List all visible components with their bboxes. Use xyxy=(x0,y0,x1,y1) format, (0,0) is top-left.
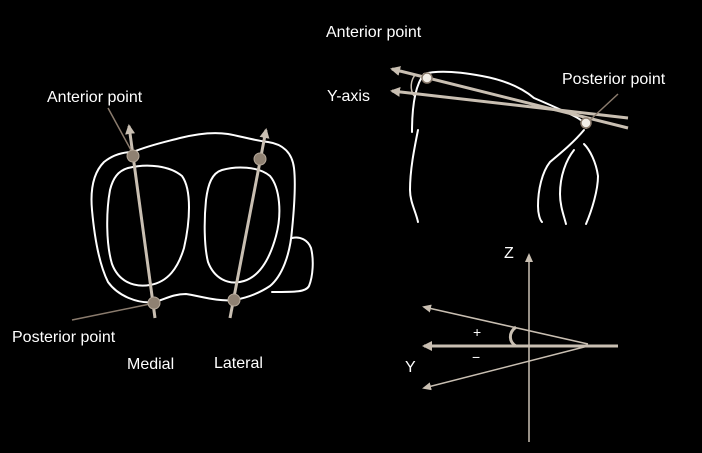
fibula-sagittal-outline xyxy=(537,129,585,223)
lateral-posterior-point xyxy=(227,293,241,307)
lateral-condyle-outline xyxy=(203,166,281,284)
axial-posterior-label: Posterior point xyxy=(12,329,116,346)
angle-arc xyxy=(410,73,417,97)
medial-posterior-point xyxy=(147,296,161,310)
sagittal-posterior-point xyxy=(580,117,592,129)
rotation-arc xyxy=(508,325,517,348)
tibial-plateau-outline xyxy=(90,132,296,304)
posterior-point-leader xyxy=(71,303,151,321)
lateral-anterior-point xyxy=(253,152,267,166)
sagittal-anterior-point xyxy=(421,72,433,84)
fibula-head-outline xyxy=(271,236,314,293)
medial-anterior-point xyxy=(126,149,140,163)
y-axis-label: Y-axis xyxy=(327,88,370,105)
tibia-anterior-cortex xyxy=(409,129,419,223)
positive-rotation-line xyxy=(422,304,589,345)
minus-sign: − xyxy=(472,349,480,365)
plus-sign: + xyxy=(473,324,481,340)
medial-label: Medial xyxy=(127,356,174,373)
axial-anterior-label: Anterior point xyxy=(47,89,143,106)
y-axis-coordinate-label: Y xyxy=(405,359,416,376)
fibula-posterior-outline xyxy=(583,143,599,225)
fibula-inner-outline xyxy=(559,149,575,225)
lateral-label: Lateral xyxy=(214,355,263,372)
z-axis-label: Z xyxy=(504,245,514,262)
axial-view: Anterior point Posterior point Medial La… xyxy=(12,89,314,373)
sagittal-view: Anterior point Y-axis Posterior point xyxy=(326,24,666,225)
sagittal-posterior-label: Posterior point xyxy=(562,71,666,88)
sagittal-posterior-leader xyxy=(589,93,619,121)
anterior-point-leader xyxy=(107,107,133,153)
y-axis-line xyxy=(390,86,629,120)
negative-rotation-line xyxy=(422,345,589,391)
sagittal-anterior-label: Anterior point xyxy=(326,24,422,41)
coordinate-system: Z Y + − xyxy=(405,245,618,442)
